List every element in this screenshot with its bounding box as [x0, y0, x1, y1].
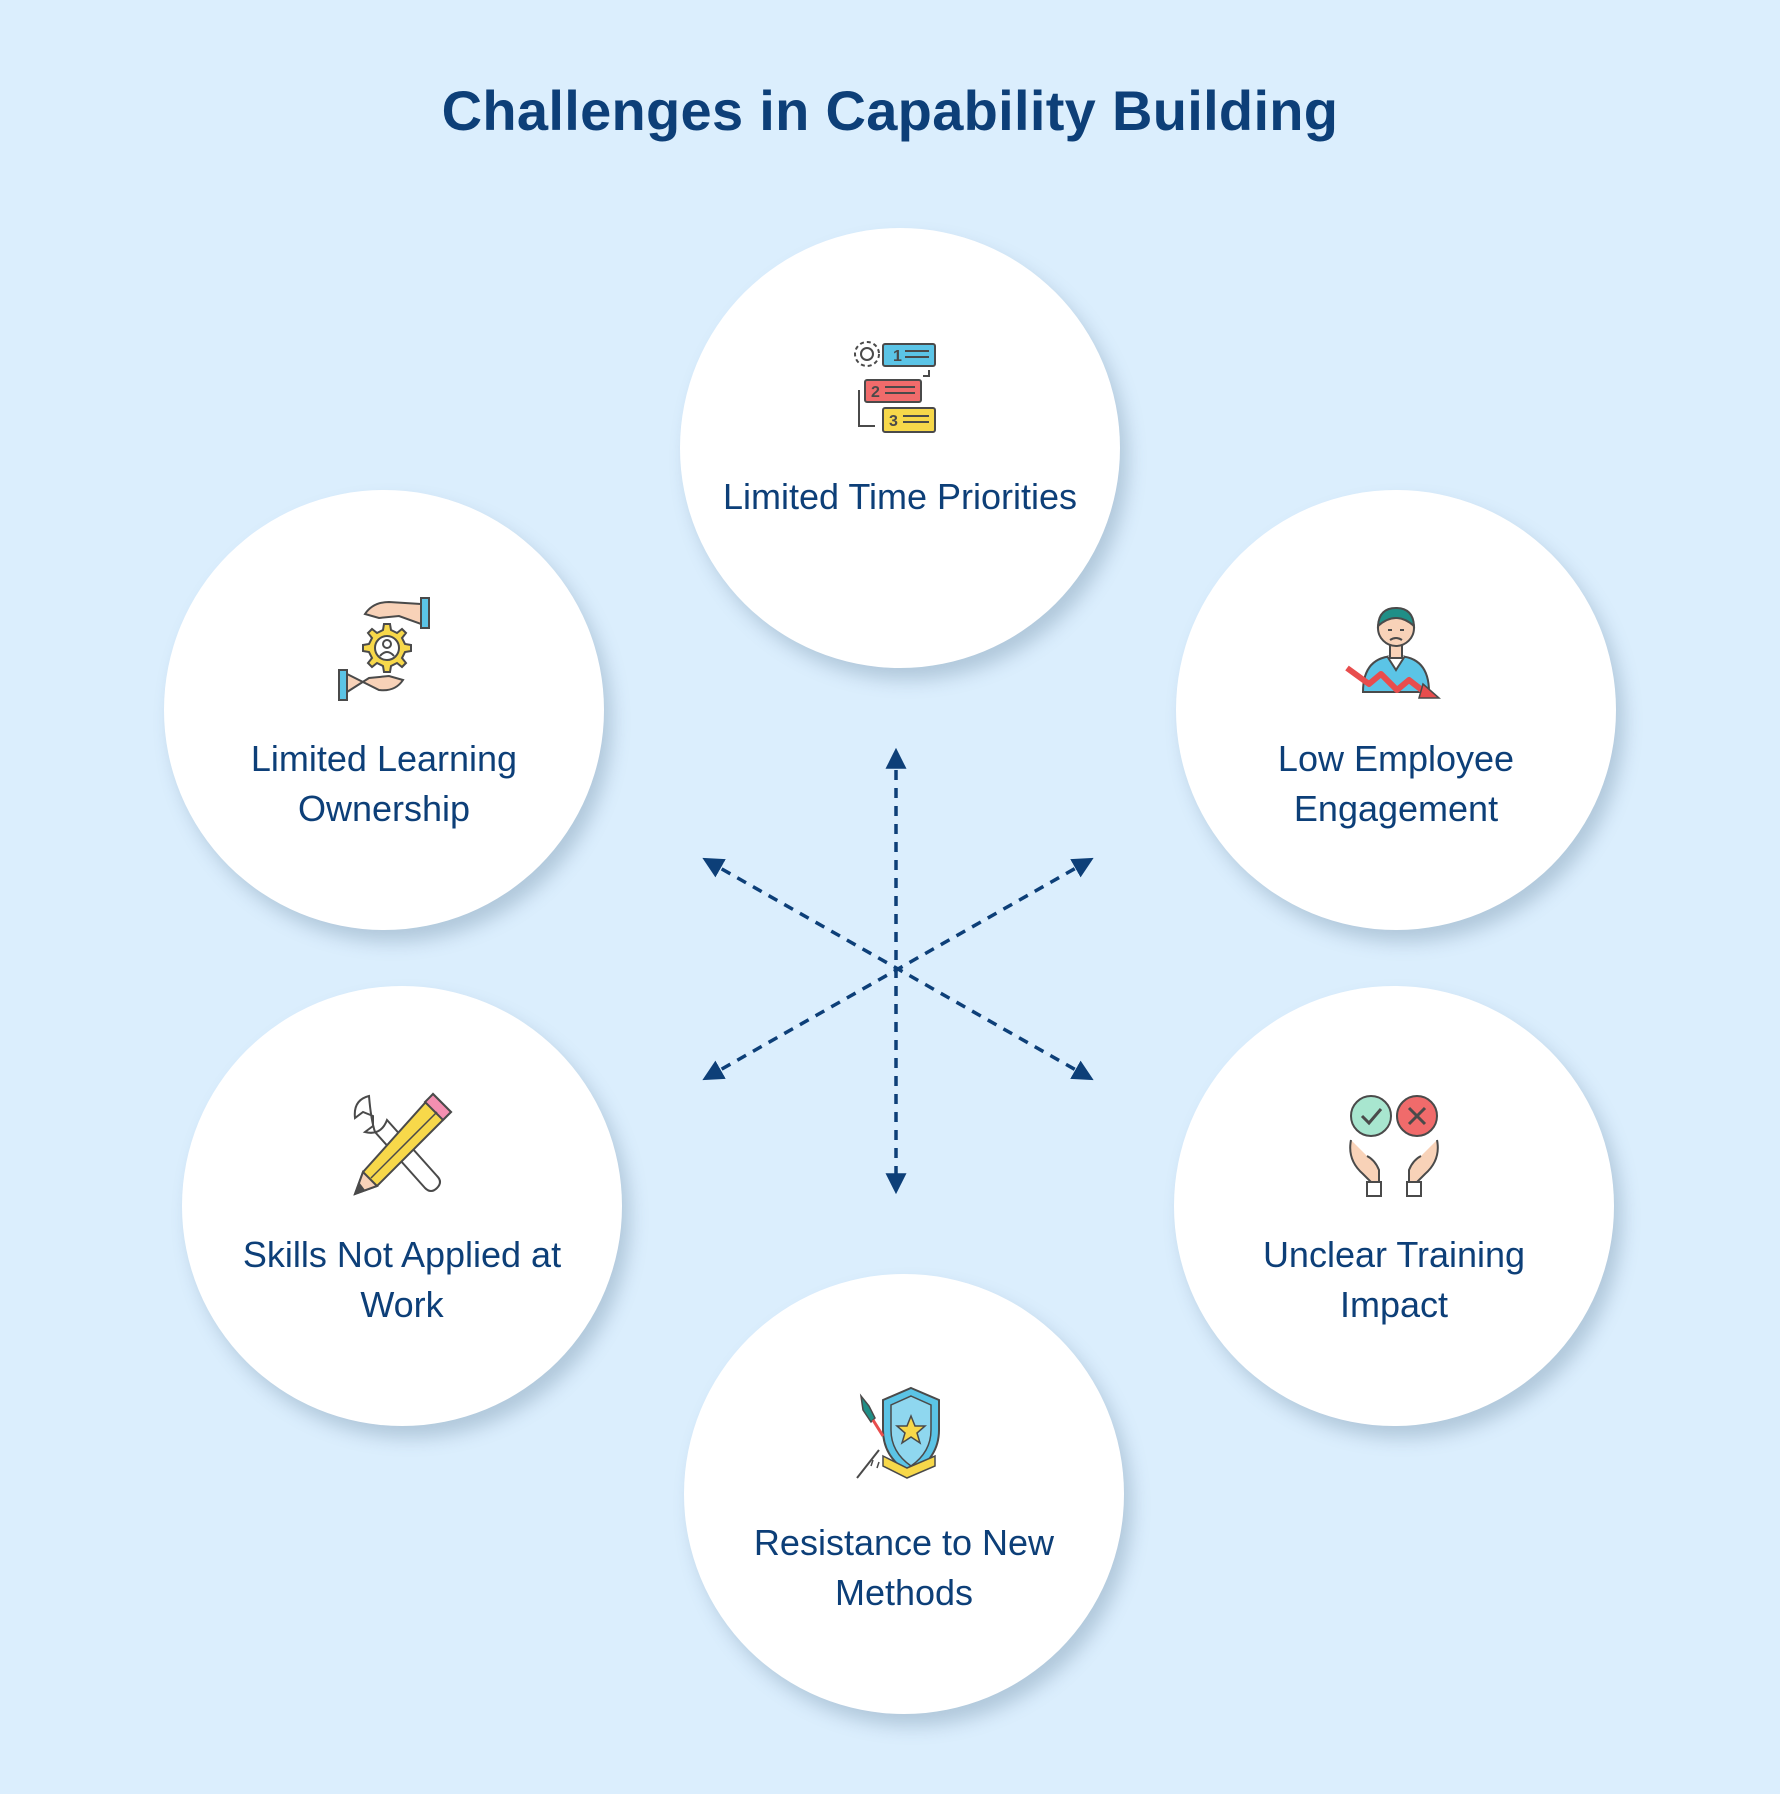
diagram-title: Challenges in Capability Building — [441, 79, 1339, 142]
hands-gear-icon — [338, 597, 430, 701]
declining-employee-icon — [1345, 606, 1441, 699]
node-limited-time: 1 2 3 Limited Time Priorities — [680, 228, 1120, 668]
check-cross-hands-icon — [1349, 1095, 1439, 1197]
node-label: Limited Learning Ownership — [250, 738, 518, 829]
node-label: Limited Time Priorities — [722, 476, 1078, 517]
arrow-diagonal-up — [702, 857, 1094, 1081]
wrench-pencil-icon — [353, 1092, 453, 1196]
shield-sword-icon — [856, 1386, 940, 1479]
node-skills-not-applied: Skills Not Applied at Work — [182, 986, 622, 1426]
node-label: Unclear Training Impact — [1262, 1234, 1526, 1325]
node-label: Resistance to New Methods — [753, 1522, 1055, 1613]
node-resistance: Resistance to New Methods — [684, 1274, 1124, 1714]
svg-text:2: 2 — [871, 384, 880, 401]
node-label: Skills Not Applied at Work — [242, 1234, 562, 1325]
node-low-engagement: Low Employee Engagement — [1176, 490, 1616, 930]
node-learning-ownership: Limited Learning Ownership — [164, 490, 604, 930]
numbered-steps-icon: 1 2 3 — [854, 341, 936, 433]
svg-text:1: 1 — [893, 348, 902, 365]
node-unclear-impact: Unclear Training Impact — [1174, 986, 1614, 1426]
node-label: Low Employee Engagement — [1277, 738, 1515, 829]
svg-text:3: 3 — [889, 413, 898, 430]
